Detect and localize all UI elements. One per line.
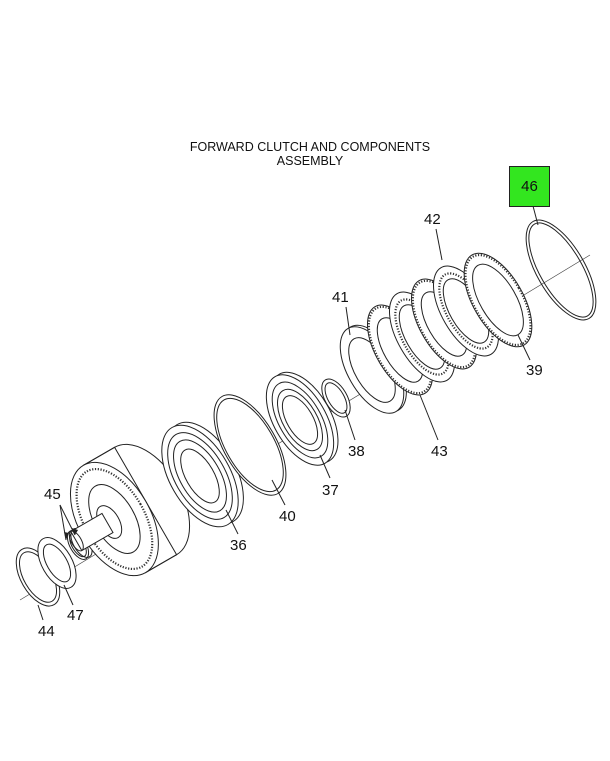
- callout-42[interactable]: 42: [424, 211, 441, 228]
- callout-46-highlighted[interactable]: 46: [509, 166, 550, 207]
- part-37-spring-assembly: [265, 371, 339, 466]
- part-47-washer: [37, 537, 77, 589]
- part-40-plate: [213, 394, 287, 496]
- callout-41[interactable]: 41: [332, 289, 349, 306]
- callout-44[interactable]: 44: [38, 623, 55, 640]
- callout-36[interactable]: 36: [230, 537, 247, 554]
- callout-40[interactable]: 40: [279, 508, 296, 525]
- callout-43[interactable]: 43: [431, 443, 448, 460]
- callout-39[interactable]: 39: [526, 362, 543, 379]
- part-38-snap-ring: [321, 378, 351, 418]
- callout-38[interactable]: 38: [348, 443, 365, 460]
- diagram-title-line2: ASSEMBLY: [276, 154, 344, 168]
- part-41-backing-plate: [339, 324, 407, 414]
- callout-47[interactable]: 47: [67, 607, 84, 624]
- callout-45[interactable]: 45: [44, 486, 61, 503]
- leader-lines: [37, 205, 539, 621]
- callout-37[interactable]: 37: [322, 482, 339, 499]
- diagram-title-line1: FORWARD CLUTCH AND COMPONENTS: [189, 140, 431, 154]
- part-39-plate: [463, 252, 533, 348]
